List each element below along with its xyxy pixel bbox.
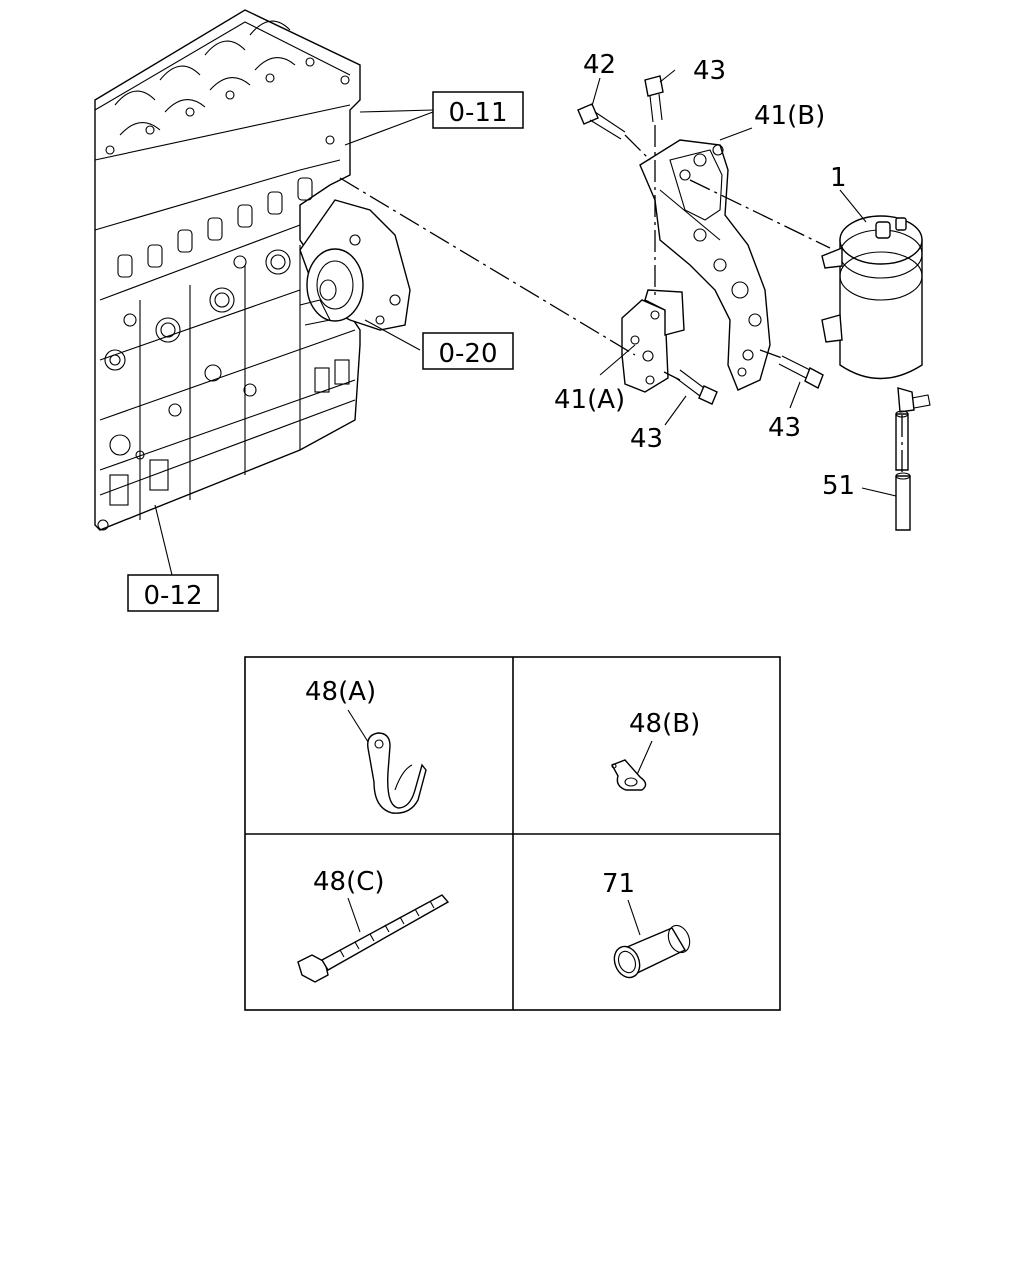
ref-box-0-12: 0-12	[127, 574, 219, 612]
detail-panel-grid	[244, 656, 781, 1011]
water-pump-icon	[299, 199, 411, 331]
bolt-icon	[577, 75, 824, 405]
sleeve-icon	[613, 924, 691, 979]
callout-51: 51	[822, 471, 855, 501]
panel-71: 71	[602, 869, 691, 979]
panel-48a: 48(A)	[305, 677, 427, 814]
panel-label-71: 71	[602, 869, 635, 899]
reservoir-tank-icon	[821, 215, 931, 413]
panel-label-48c: 48(C)	[313, 867, 385, 897]
cable-tie-icon	[297, 894, 450, 983]
assembly-guide-lines	[339, 125, 903, 475]
ref-box-0-20: 0-20	[422, 332, 514, 370]
ref-label-0-11: 0-11	[448, 98, 507, 128]
ref-label-0-20: 0-20	[438, 339, 497, 369]
ref-label-0-12: 0-12	[143, 581, 202, 611]
panel-label-48a: 48(A)	[305, 677, 376, 707]
panel-48b: 48(B)	[611, 709, 700, 791]
callout-43-left: 43	[630, 424, 663, 454]
callout-41b: 41(B)	[754, 101, 825, 131]
clip-icon	[367, 732, 427, 814]
leader-lines	[154, 69, 897, 576]
bracket-41a-icon	[621, 289, 685, 393]
ref-box-0-11: 0-11	[432, 91, 524, 129]
panel-48c: 48(C)	[297, 867, 450, 983]
clip-icon	[611, 759, 647, 791]
callout-43-top: 43	[693, 56, 726, 86]
callout-43-right: 43	[768, 413, 801, 443]
callouts: 42 43 41(B) 1 41(A) 43 43 51	[554, 50, 855, 501]
engine-block-icon	[94, 9, 361, 531]
callout-41a: 41(A)	[554, 385, 625, 415]
panel-label-48b: 48(B)	[629, 709, 700, 739]
callout-1: 1	[830, 163, 847, 193]
bracket-41b-icon	[639, 139, 771, 391]
hose-icon	[895, 410, 911, 531]
callout-42: 42	[583, 50, 616, 80]
